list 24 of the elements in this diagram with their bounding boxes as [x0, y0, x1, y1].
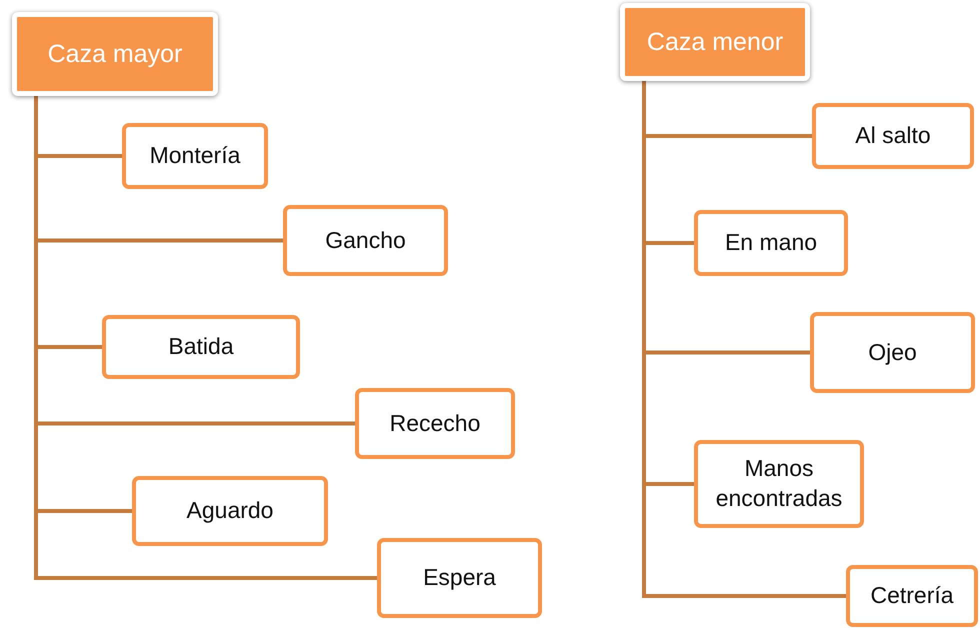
category-item-box: [132, 476, 328, 546]
category-item-box: [810, 312, 975, 393]
category-item-box: [102, 315, 300, 379]
node-label: Gancho: [325, 226, 406, 255]
node-label: Aguardo: [186, 496, 274, 526]
node-label: Cetrería: [870, 581, 954, 610]
node-label: Montería: [150, 141, 240, 170]
node-label: Rececho: [390, 408, 480, 438]
category-item-box: [355, 388, 515, 459]
node-label: En mano: [724, 228, 818, 258]
category-item-box: [846, 565, 978, 627]
category-item-box: [694, 440, 864, 528]
node-label: Ojeo: [868, 338, 917, 367]
category-item-box: [694, 210, 848, 276]
node-label: Caza mayor: [48, 40, 182, 68]
category-item-box: [122, 123, 268, 189]
node-label: Caza menor: [646, 28, 784, 56]
node-label: Batida: [168, 332, 234, 362]
category-item-box: [377, 538, 542, 618]
node-label: Espera: [423, 563, 496, 592]
node-label: Al salto: [855, 121, 931, 150]
category-item-box: [812, 103, 974, 169]
category-item-box: [283, 205, 448, 276]
node-label: Manos encontradas: [714, 454, 844, 513]
